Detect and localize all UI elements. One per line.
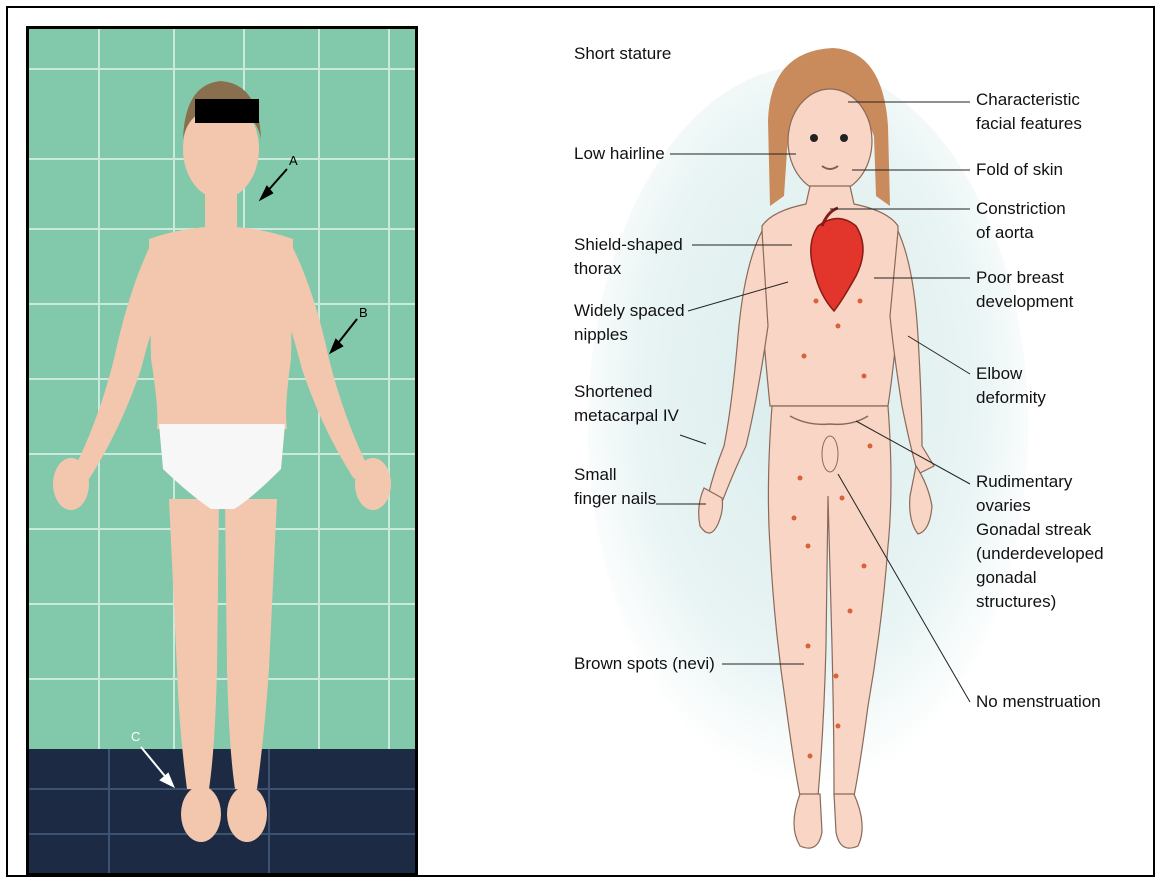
privacy-bar [195, 99, 259, 123]
arrow-label-b: B [359, 305, 368, 320]
arrow-label-c: C [131, 729, 140, 744]
clinical-photo: A B C [26, 26, 418, 876]
floor-tiles [29, 749, 415, 873]
turner-syndrome-diagram: Short stature Low hairline Shield-shaped… [538, 26, 1158, 876]
label-short-stature: Short stature [574, 42, 671, 66]
label-elbow-deformity: Elbow deformity [976, 362, 1046, 410]
label-shortened-metacarpal: Shortened metacarpal IV [574, 380, 679, 428]
label-small-finger-nails: Small finger nails [574, 463, 656, 511]
label-poor-breast: Poor breast development [976, 266, 1073, 314]
label-no-menstruation: No menstruation [976, 690, 1101, 714]
label-facial-features: Characteristic facial features [976, 88, 1082, 136]
photo-illustration: A B C [29, 29, 415, 873]
label-widely-spaced-nipples: Widely spaced nipples [574, 299, 685, 347]
label-constriction-aorta: Constriction of aorta [976, 197, 1066, 245]
figure-frame: A B C [6, 6, 1155, 877]
label-fold-of-skin: Fold of skin [976, 158, 1063, 182]
arrow-label-a: A [289, 153, 298, 168]
label-low-hairline: Low hairline [574, 142, 665, 166]
label-brown-spots: Brown spots (nevi) [574, 652, 715, 676]
label-shield-thorax: Shield-shaped thorax [574, 233, 683, 281]
label-rudimentary-ovaries: Rudimentary ovaries Gonadal streak (unde… [976, 470, 1104, 614]
